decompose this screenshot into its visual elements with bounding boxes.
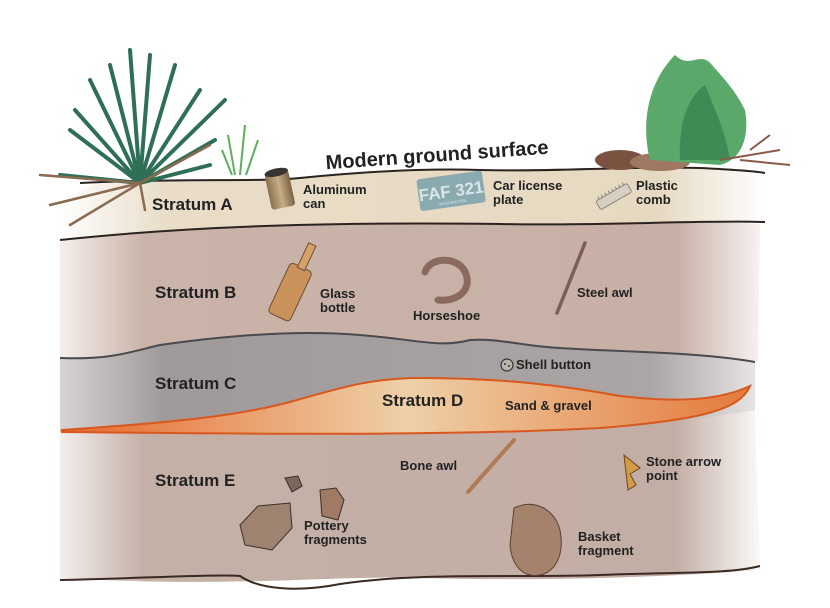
stratum-d-layer — [61, 376, 752, 435]
stratum-c-top-boundary — [59, 332, 756, 363]
stratum-c-label: Stratum C — [155, 374, 236, 393]
plastic-comb-icon — [596, 182, 632, 210]
shrub-icon — [595, 55, 791, 171]
horseshoe-icon — [421, 256, 471, 304]
basket-fragment-icon — [509, 503, 562, 577]
stratum-d-description: Sand & gravel — [505, 398, 592, 413]
glass-bottle-icon — [268, 242, 317, 322]
stratum-b-label: Stratum B — [155, 283, 236, 302]
grass-icon — [221, 124, 259, 176]
shell-button-label: Shell button — [516, 357, 591, 372]
steel-awl-label: Steel awl — [577, 285, 633, 300]
stratum-a-label: Stratum A — [152, 195, 233, 214]
stratum-e-layer — [60, 410, 760, 582]
stratum-b-layer — [60, 222, 760, 362]
aluminum-can-icon — [264, 167, 295, 210]
bone-awl-label: Bone awl — [400, 458, 457, 473]
license-plate-icon: FAF 321 WASHINGTON — [416, 170, 486, 211]
yucca-plant-icon — [38, 48, 227, 227]
stratum-a-bottom-boundary — [59, 220, 766, 241]
ground-surface-line — [79, 166, 766, 184]
svg-text:WASHINGTON: WASHINGTON — [439, 198, 467, 207]
stratum-e-bottom-boundary — [59, 565, 761, 590]
stratum-a-layer — [60, 167, 765, 240]
pottery-fragments-icon — [239, 475, 345, 551]
stone-arrow-point-icon — [623, 453, 641, 491]
shell-button-icon — [500, 358, 514, 372]
horseshoe-label: Horseshoe — [413, 308, 480, 323]
steel-awl-icon — [555, 241, 587, 315]
stratum-d-label: Stratum D — [382, 391, 463, 410]
stratum-e-label: Stratum E — [155, 471, 235, 490]
bone-awl-icon — [466, 438, 516, 494]
